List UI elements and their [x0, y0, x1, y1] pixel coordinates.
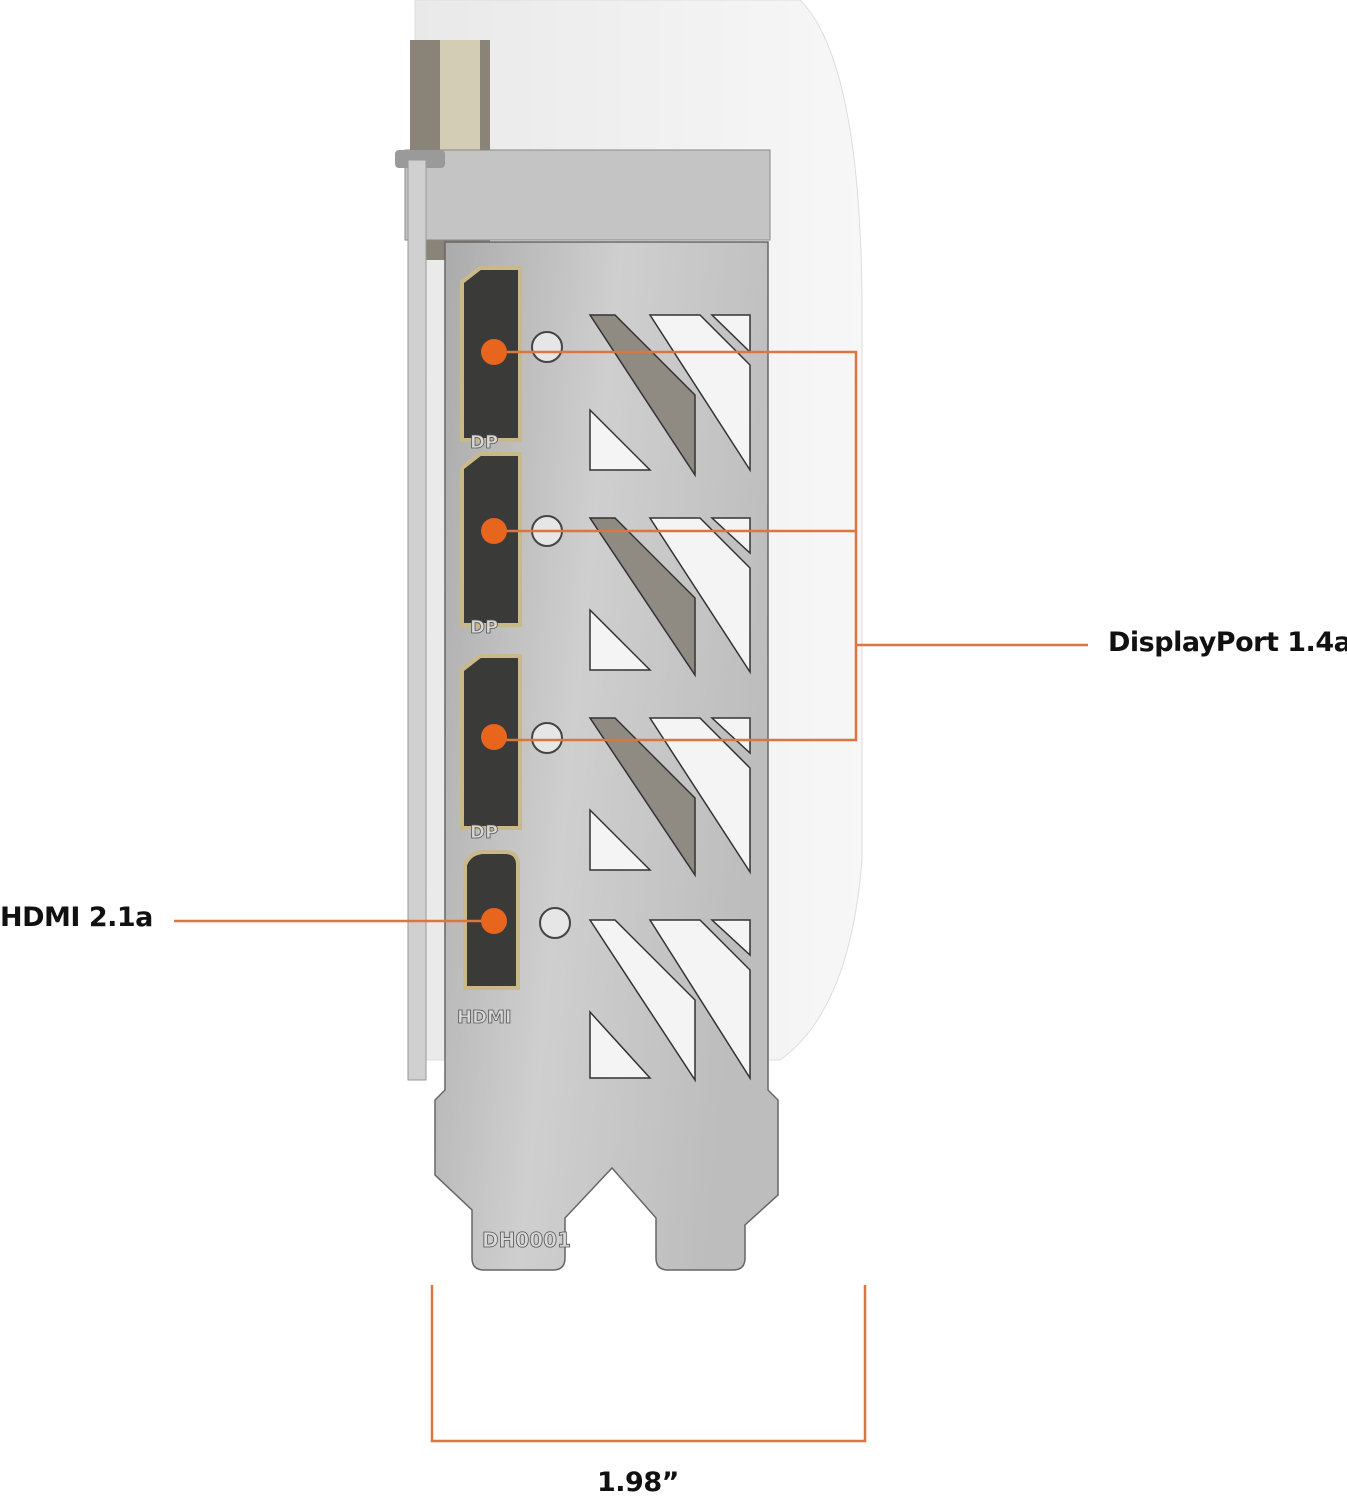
- vent-slots: [588, 314, 751, 1083]
- callout-lines: [174, 350, 1088, 1443]
- dp-label-1: DP: [470, 432, 498, 453]
- part-code-label: DH0001: [482, 1228, 571, 1252]
- dp-label-3: DP: [470, 822, 498, 843]
- dp-label-2: DP: [470, 617, 498, 638]
- callout-dots: [481, 339, 507, 934]
- width-dimension-bracket: [430, 1285, 867, 1443]
- hdmi-callout-label: HDMI 2.1a: [0, 902, 153, 933]
- bracket-fold: [404, 149, 771, 241]
- hdmi-label: HDMI: [457, 1007, 512, 1028]
- displayport-callout-label: DisplayPort 1.4a: [1108, 627, 1347, 658]
- width-dimension-label: 1.98”: [597, 1467, 679, 1498]
